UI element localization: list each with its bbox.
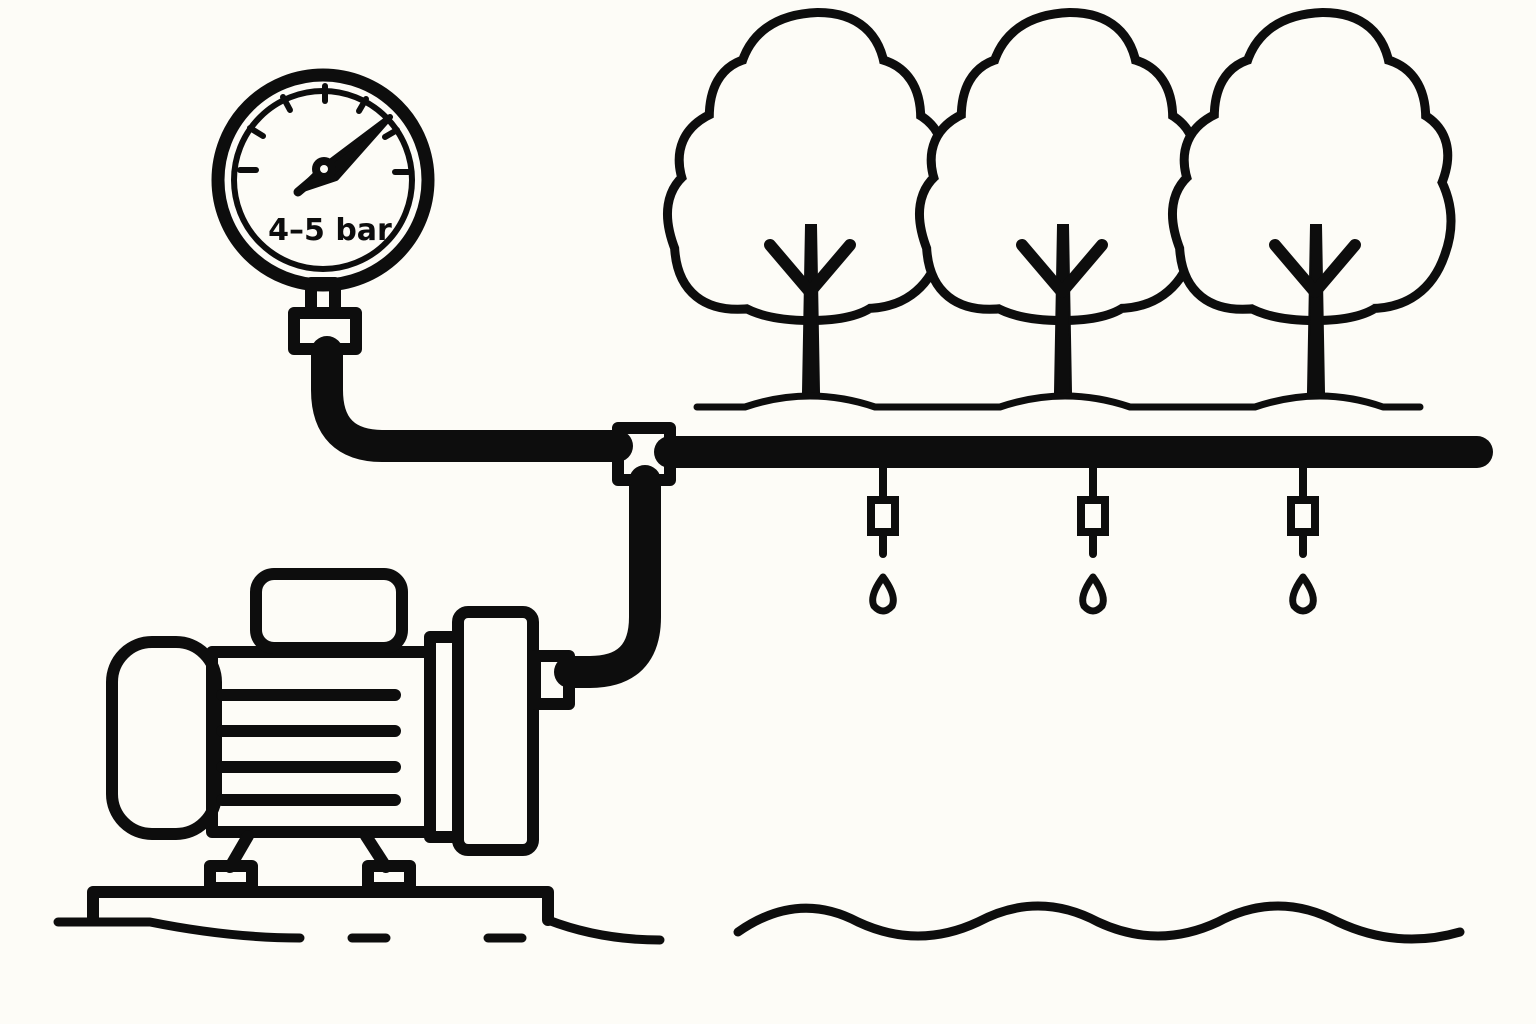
gauge-needle bbox=[293, 114, 393, 197]
pump-feet bbox=[204, 830, 416, 894]
tree-branches bbox=[1269, 239, 1361, 298]
pump-cooling-fins bbox=[216, 689, 401, 806]
tree-trunk bbox=[801, 224, 821, 393]
pressure-gauge: 4–5 bar bbox=[211, 68, 435, 355]
tree-branches bbox=[764, 239, 856, 298]
tree-icon bbox=[1168, 8, 1456, 393]
water-drop-icon bbox=[869, 573, 897, 615]
tree-trunk bbox=[1306, 224, 1326, 393]
water-drop-icon bbox=[1289, 573, 1317, 615]
pump-outlet-pipe bbox=[554, 465, 661, 688]
drip-emitter-icon bbox=[1287, 461, 1319, 615]
drip-emitter-icon bbox=[1077, 461, 1109, 615]
tee-fitting bbox=[612, 422, 676, 486]
tree-icon bbox=[663, 8, 951, 393]
drip-emitter-icon bbox=[867, 461, 899, 615]
gauge-ticks bbox=[237, 83, 413, 175]
pump-outlet-nozzle bbox=[529, 650, 575, 710]
pump-base-plate bbox=[87, 886, 554, 926]
tree-branches bbox=[1016, 239, 1108, 298]
water-surface-under-pump bbox=[53, 915, 665, 945]
water-drop-icon bbox=[1079, 573, 1107, 615]
tree-ground-line bbox=[693, 392, 1424, 411]
tree-trunk bbox=[1053, 224, 1073, 393]
tree-icon bbox=[915, 8, 1203, 393]
trees bbox=[663, 8, 1456, 393]
electric-water-pump bbox=[87, 568, 575, 926]
gauge-feed-pipe bbox=[311, 336, 633, 462]
emitter-body bbox=[1077, 496, 1109, 536]
drip-emitters bbox=[867, 461, 1319, 615]
pump-terminal-box bbox=[250, 568, 408, 654]
gauge-pressure-label: 4–5 bar bbox=[268, 213, 392, 248]
pipe-network bbox=[311, 336, 1493, 688]
emitter-body bbox=[867, 496, 899, 536]
water-surface-wave bbox=[733, 901, 1465, 944]
pump-motor-end-cap bbox=[106, 636, 222, 840]
pump-head bbox=[452, 606, 539, 856]
emitter-body bbox=[1287, 496, 1319, 536]
